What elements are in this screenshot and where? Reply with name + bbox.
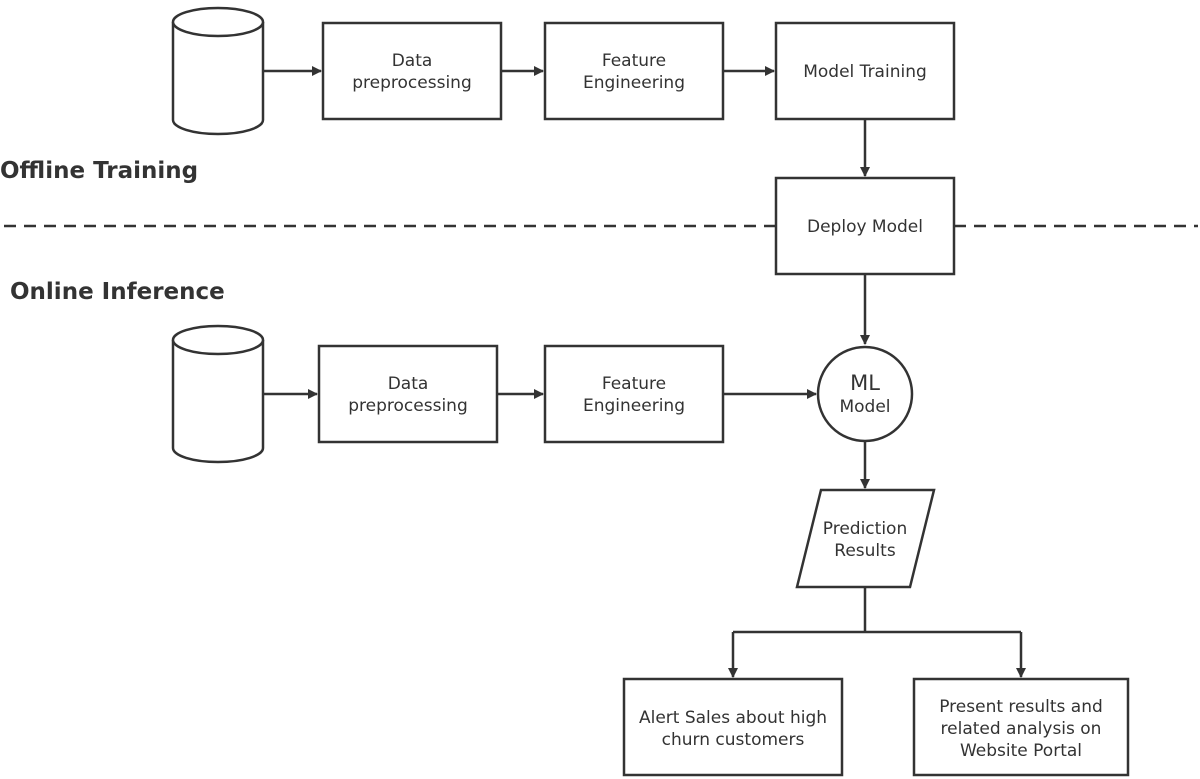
offline-preprocessing-line2: preprocessing <box>352 73 471 93</box>
online-database-icon <box>171 324 265 464</box>
ml-model-circle: ML Model <box>816 345 914 443</box>
ml-model-line1: ML <box>850 371 880 395</box>
ml-model-line2: Model <box>839 397 890 417</box>
offline-feature-line1: Feature <box>602 51 666 71</box>
online-feature-line1: Feature <box>602 374 666 394</box>
online-preprocessing-box: Data preprocessing <box>317 344 499 444</box>
present-results-line1: Present results and <box>939 697 1103 717</box>
offline-training-label: Offline Training <box>0 158 198 184</box>
deploy-model-label: Deploy Model <box>807 217 923 237</box>
prediction-results-line1: Prediction <box>823 519 907 539</box>
online-feature-line2: Engineering <box>583 396 685 416</box>
online-inference-label: Online Inference <box>10 279 225 305</box>
alert-sales-line2: churn customers <box>662 730 805 750</box>
offline-preprocessing-line1: Data <box>392 51 433 71</box>
prediction-results-line2: Results <box>834 541 896 561</box>
offline-database-icon <box>171 6 265 136</box>
offline-feature-engineering-box: Feature Engineering <box>543 21 725 121</box>
offline-feature-line2: Engineering <box>583 73 685 93</box>
present-results-box: Present results and related analysis on … <box>912 677 1130 777</box>
present-results-line3: Website Portal <box>960 741 1082 761</box>
online-preprocessing-line1: Data <box>388 374 429 394</box>
model-training-box: Model Training <box>774 21 956 121</box>
deploy-model-box: Deploy Model <box>774 176 956 276</box>
online-preprocessing-line2: preprocessing <box>348 396 467 416</box>
present-results-line2: related analysis on <box>941 719 1102 739</box>
model-training-label: Model Training <box>803 62 927 82</box>
prediction-results-parallelogram: Prediction Results <box>795 488 936 589</box>
alert-sales-box: Alert Sales about high churn customers <box>622 677 844 777</box>
alert-sales-line1: Alert Sales about high <box>639 708 827 728</box>
offline-preprocessing-box: Data preprocessing <box>321 21 503 121</box>
online-feature-engineering-box: Feature Engineering <box>543 344 725 444</box>
